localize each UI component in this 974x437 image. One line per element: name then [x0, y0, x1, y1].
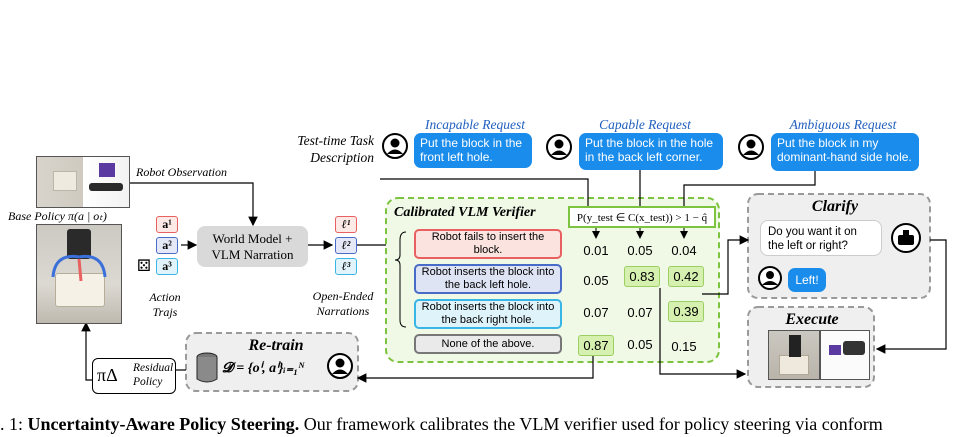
retrain-box	[185, 332, 359, 392]
dice-icon: ⚄	[137, 258, 151, 275]
narration-chip-2: ℓ²	[335, 237, 357, 254]
prob-c3-r3: 0.39	[668, 301, 704, 322]
prob-c3-r1: 0.04	[671, 243, 697, 258]
prob-c3-r4: 0.15	[671, 339, 697, 354]
base-policy-label: Base Policy π(a | oₜ)	[8, 209, 107, 223]
prob-c1-r3: 0.07	[583, 305, 609, 320]
person-icon	[546, 134, 572, 160]
world-model-box: World Model + VLM Narration	[197, 226, 308, 267]
retrain-user-avatar	[326, 352, 354, 385]
action-trajs-label: Action Trajs	[149, 290, 181, 319]
capable-request-bubble: Put the block in the hole in the back le…	[579, 133, 723, 170]
clarify-question: Do you want it on the left or right?	[760, 220, 882, 256]
caption-rest: Our framework calibrates the VLM verifie…	[299, 414, 883, 434]
person-icon	[382, 133, 408, 159]
option-back-right: Robot inserts the block into the back ri…	[414, 299, 562, 329]
user-avatar-2	[545, 133, 573, 166]
ambiguous-request-label: Ambiguous Request	[789, 117, 897, 132]
prob-c2-r4: 0.05	[627, 337, 653, 352]
robot-icon	[891, 223, 921, 253]
prob-c2-r1: 0.05	[627, 243, 653, 258]
option-none: None of the above.	[414, 334, 562, 354]
action-chip-2: a²	[156, 237, 178, 254]
caption-bold: Uncertainty-Aware Policy Steering.	[27, 414, 300, 434]
robot-observation-label: Robot Observation	[136, 165, 227, 179]
prob-c1-r4: 0.87	[578, 335, 614, 356]
person-icon	[327, 353, 353, 379]
incapable-request-bubble: Put the block in the front left hole.	[414, 133, 532, 168]
residual-symbol: πΔ	[97, 365, 118, 385]
figure-caption: . 1: Uncertainty-Aware Policy Steering. …	[0, 414, 974, 435]
action-chip-1: a¹	[156, 216, 178, 233]
verifier-title: Calibrated VLM Verifier	[394, 205, 536, 220]
ambiguous-request-bubble: Put the block in my dominant-hand side h…	[771, 133, 919, 171]
execute-image-2	[820, 330, 870, 380]
task-description-label: Test-time Task Description	[297, 133, 374, 165]
residual-policy-box: πΔ Residual Policy	[92, 358, 176, 394]
clarify-answer: Left!	[788, 268, 826, 292]
prob-c1-r1: 0.01	[583, 243, 609, 258]
clarify-title: Clarify	[811, 198, 859, 215]
option-back-left: Robot inserts the block into the back le…	[414, 264, 562, 294]
base-policy-image	[36, 224, 122, 324]
execute-title: Execute	[785, 311, 839, 328]
narration-chip-3: ℓ³	[335, 258, 357, 275]
prob-c1-r2: 0.05	[583, 273, 609, 288]
residual-label: Residual Policy	[133, 362, 174, 388]
retrain-dataset: 𝓓 = {oⁱ, aⁱ}ᵢ₌₁ᴺ	[222, 361, 305, 376]
user-avatar-3	[737, 133, 765, 166]
prob-c3-r2: 0.42	[668, 266, 704, 287]
prob-c2-r3: 0.07	[627, 305, 653, 320]
robot-observation-image	[36, 156, 130, 208]
robot-avatar	[890, 222, 922, 259]
action-chip-3: a³	[156, 258, 178, 275]
open-ended-label: Open-Ended Narrations	[312, 289, 374, 318]
narration-chip-1: ℓ¹	[335, 216, 357, 233]
incapable-request-label: Incapable Request	[424, 117, 526, 132]
prob-c2-r2: 0.83	[624, 266, 660, 287]
person-icon	[758, 266, 782, 290]
user-avatar-1	[381, 132, 409, 165]
trajectory-arrows	[51, 254, 107, 282]
caption-prefix: . 1:	[0, 414, 28, 434]
capable-request-label: Capable Request	[599, 117, 691, 132]
retrain-title: Re-train	[248, 337, 304, 354]
verifier-condition: P(y_test ∈ C(x_test)) > 1 − q̂	[568, 206, 716, 228]
execute-image-1	[768, 330, 820, 380]
option-fail: Robot fails to insert the block.	[414, 229, 562, 259]
person-icon	[738, 134, 764, 160]
clarify-user-avatar	[757, 265, 783, 296]
database-icon	[196, 352, 218, 389]
